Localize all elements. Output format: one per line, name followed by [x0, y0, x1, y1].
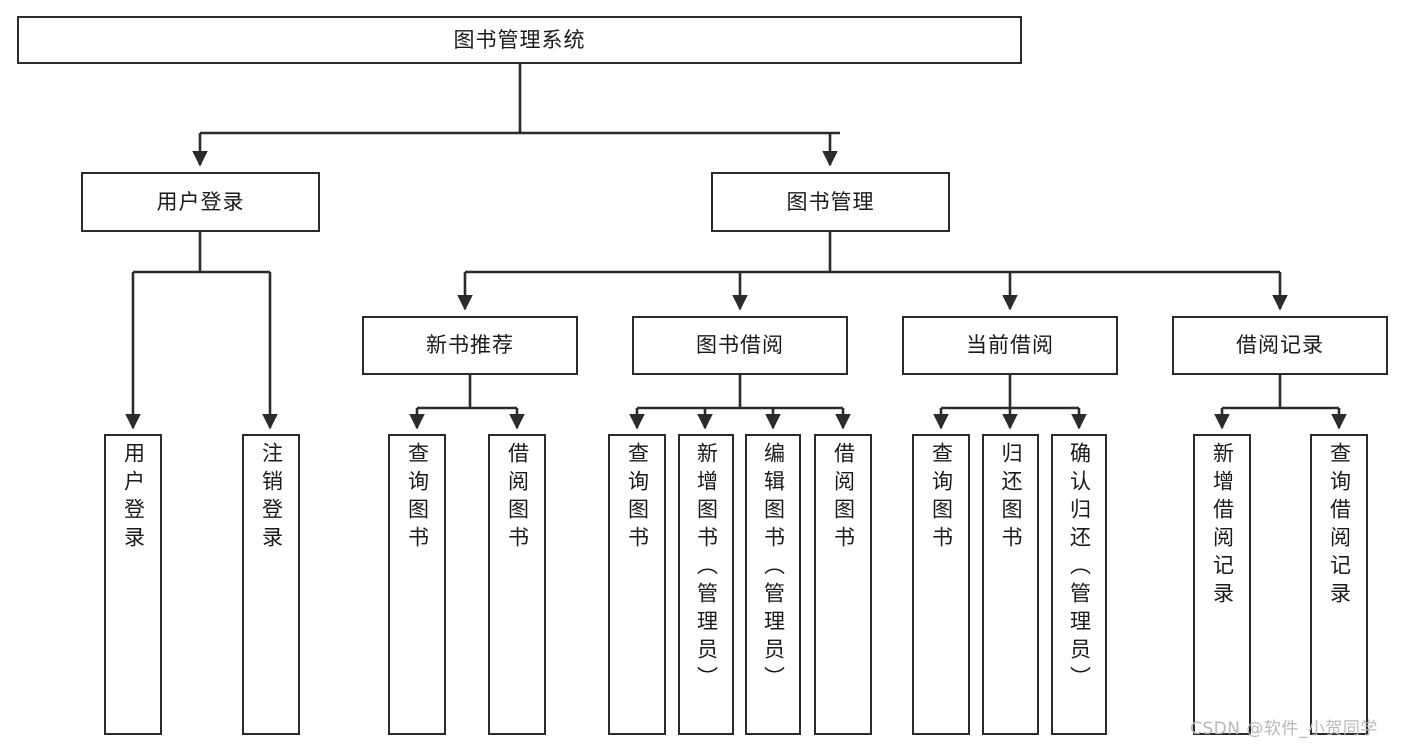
node-leaf-confirm-return-label: 确认归还（管理员）	[1067, 442, 1092, 694]
node-book-borrow[interactable]: 图书借阅	[632, 316, 848, 375]
node-leaf-add-record-label: 新增借阅记录	[1210, 442, 1235, 610]
node-leaf-user-login-label: 用户登录	[121, 442, 146, 554]
node-leaf-query-book-2[interactable]: 查询图书	[608, 434, 666, 735]
node-leaf-logout-login-label: 注销登录	[259, 442, 284, 554]
node-leaf-query-book-3[interactable]: 查询图书	[912, 434, 970, 735]
node-leaf-query-book-2-label: 查询图书	[625, 442, 650, 554]
node-current-borrow[interactable]: 当前借阅	[902, 316, 1118, 375]
node-leaf-borrow-book-2-label: 借阅图书	[831, 442, 856, 554]
node-leaf-query-record-label: 查询借阅记录	[1327, 442, 1352, 610]
node-leaf-add-book[interactable]: 新增图书（管理员）	[678, 434, 734, 735]
node-book-borrow-label: 图书借阅	[696, 333, 784, 358]
node-borrow-record-label: 借阅记录	[1236, 333, 1324, 358]
node-root-label: 图书管理系统	[453, 27, 586, 52]
node-leaf-borrow-book-1-label: 借阅图书	[505, 442, 530, 554]
node-user-login[interactable]: 用户登录	[81, 172, 320, 232]
node-leaf-borrow-book-1[interactable]: 借阅图书	[488, 434, 546, 735]
node-leaf-return-book-label: 归还图书	[999, 442, 1023, 554]
node-leaf-add-record[interactable]: 新增借阅记录	[1193, 434, 1251, 735]
node-leaf-return-book[interactable]: 归还图书	[982, 434, 1039, 735]
node-leaf-logout-login[interactable]: 注销登录	[242, 434, 300, 735]
node-leaf-borrow-book-2[interactable]: 借阅图书	[814, 434, 872, 735]
node-leaf-confirm-return[interactable]: 确认归还（管理员）	[1051, 434, 1107, 735]
node-book-management-label: 图书管理	[786, 189, 875, 214]
node-leaf-query-book-3-label: 查询图书	[929, 442, 954, 554]
node-book-management[interactable]: 图书管理	[711, 172, 950, 232]
node-root[interactable]: 图书管理系统	[17, 16, 1022, 64]
node-leaf-query-record[interactable]: 查询借阅记录	[1310, 434, 1368, 735]
node-borrow-record[interactable]: 借阅记录	[1172, 316, 1388, 375]
node-user-login-label: 用户登录	[156, 189, 245, 214]
node-new-book-recommend-label: 新书推荐	[426, 333, 514, 358]
node-current-borrow-label: 当前借阅	[966, 333, 1054, 358]
csdn-watermark: CSDN @软件_小贺同学	[1190, 719, 1378, 739]
node-leaf-query-book-1[interactable]: 查询图书	[388, 434, 446, 735]
node-leaf-add-book-label: 新增图书（管理员）	[694, 442, 719, 694]
node-leaf-edit-book[interactable]: 编辑图书（管理员）	[745, 434, 801, 735]
node-leaf-query-book-1-label: 查询图书	[405, 442, 430, 554]
node-new-book-recommend[interactable]: 新书推荐	[362, 316, 578, 375]
node-leaf-edit-book-label: 编辑图书（管理员）	[761, 442, 786, 694]
node-leaf-user-login[interactable]: 用户登录	[104, 434, 162, 735]
